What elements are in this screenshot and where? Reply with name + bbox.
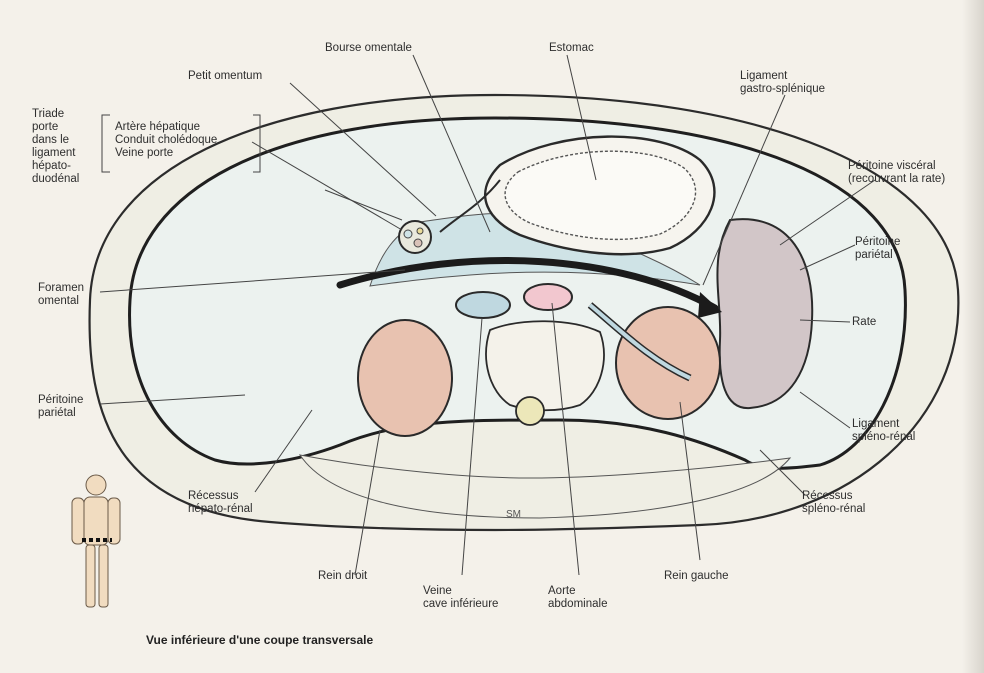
label-peritoine-parietal-left: Péritoine pariétal — [38, 394, 83, 420]
label-peritoine-visceral: Péritoine viscéral (recouvrant la rate) — [848, 160, 945, 186]
label-rate: Rate — [852, 316, 876, 329]
scan-shadow — [962, 0, 984, 673]
vertebra — [486, 321, 604, 410]
label-triade: Triade porte dans le ligament hépato- du… — [32, 108, 79, 186]
label-estomac: Estomac — [549, 42, 594, 55]
spinal-cord — [516, 397, 544, 425]
vena-cava — [456, 292, 510, 318]
label-rein-gauche: Rein gauche — [664, 570, 729, 583]
label-triade-items: Artère hépatique Conduit cholédoque Vein… — [115, 121, 217, 160]
label-bourse-omentale: Bourse omentale — [325, 42, 412, 55]
aorta — [524, 284, 572, 310]
portal-triad — [399, 221, 431, 253]
label-aorte: Aorte abdominale — [548, 585, 607, 611]
label-rein-droit: Rein droit — [318, 570, 367, 583]
label-ligament-spleno-renal: Ligament spléno-rénal — [852, 418, 915, 444]
label-peritoine-parietal-right: Péritoine pariétal — [855, 236, 900, 262]
artist-signature: SM — [506, 508, 521, 521]
label-petit-omentum: Petit omentum — [188, 70, 262, 83]
label-ligament-gastro-splenique: Ligament gastro-splénique — [740, 70, 825, 96]
label-veine-cave: Veine cave inférieure — [423, 585, 498, 611]
label-recessus-spleno-renal: Récessus spléno-rénal — [802, 490, 865, 516]
label-recessus-hepato-renal: Récessus hépato-rénal — [188, 490, 253, 516]
triad-bracket-left — [102, 115, 110, 172]
right-kidney — [358, 320, 452, 436]
figure-caption: Vue inférieure d'une coupe transversale — [146, 634, 373, 647]
label-foramen-omental: Foramen omental — [38, 282, 84, 308]
